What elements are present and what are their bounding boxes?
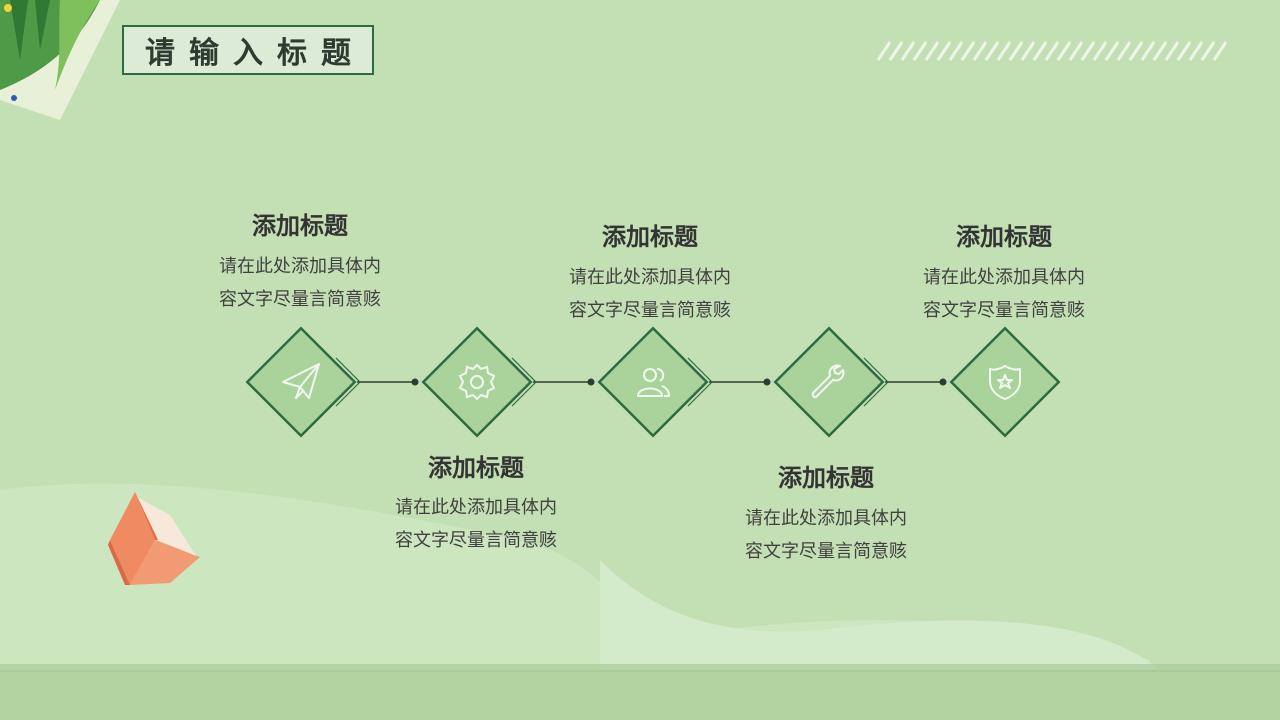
book-decoration: [108, 492, 200, 585]
step-4-heading: 添加标题: [778, 464, 874, 492]
step-4-desc-line-2: 容文字尽量言简意赅: [745, 541, 907, 562]
step-5-description: 请在此处添加具体内 容文字尽量言简意赅: [894, 261, 1114, 327]
stripe-decoration: [876, 41, 1228, 61]
step-3-heading: 添加标题: [602, 223, 698, 251]
step-5-heading: 添加标题: [956, 223, 1052, 251]
step-4-desc-line-1: 请在此处添加具体内: [745, 508, 907, 529]
step-5-desc-line-2: 容文字尽量言简意赅: [923, 300, 1085, 321]
step-3-desc-line-1: 请在此处添加具体内: [569, 267, 731, 288]
step-2-heading: 添加标题: [428, 454, 524, 482]
step-1-heading: 添加标题: [252, 212, 348, 240]
step-2-description: 请在此处添加具体内 容文字尽量言简意赅: [366, 491, 586, 557]
title-box: 请输入标题: [122, 25, 374, 75]
step-3-desc-line-2: 容文字尽量言简意赅: [569, 300, 731, 321]
page-title: 请输入标题: [145, 36, 365, 71]
step-2-desc-line-2: 容文字尽量言简意赅: [395, 530, 557, 551]
footer-band: [0, 670, 1280, 720]
step-1-desc-line-1: 请在此处添加具体内: [219, 256, 381, 277]
corner-leaf-decoration: [0, 0, 120, 120]
step-3-description: 请在此处添加具体内 容文字尽量言简意赅: [540, 261, 760, 327]
step-5-desc-line-1: 请在此处添加具体内: [923, 267, 1085, 288]
step-1-description: 请在此处添加具体内 容文字尽量言简意赅: [190, 250, 410, 316]
step-2-desc-line-1: 请在此处添加具体内: [395, 497, 557, 518]
step-4-description: 请在此处添加具体内 容文字尽量言简意赅: [716, 502, 936, 568]
step-1-desc-line-2: 容文字尽量言简意赅: [219, 289, 381, 310]
